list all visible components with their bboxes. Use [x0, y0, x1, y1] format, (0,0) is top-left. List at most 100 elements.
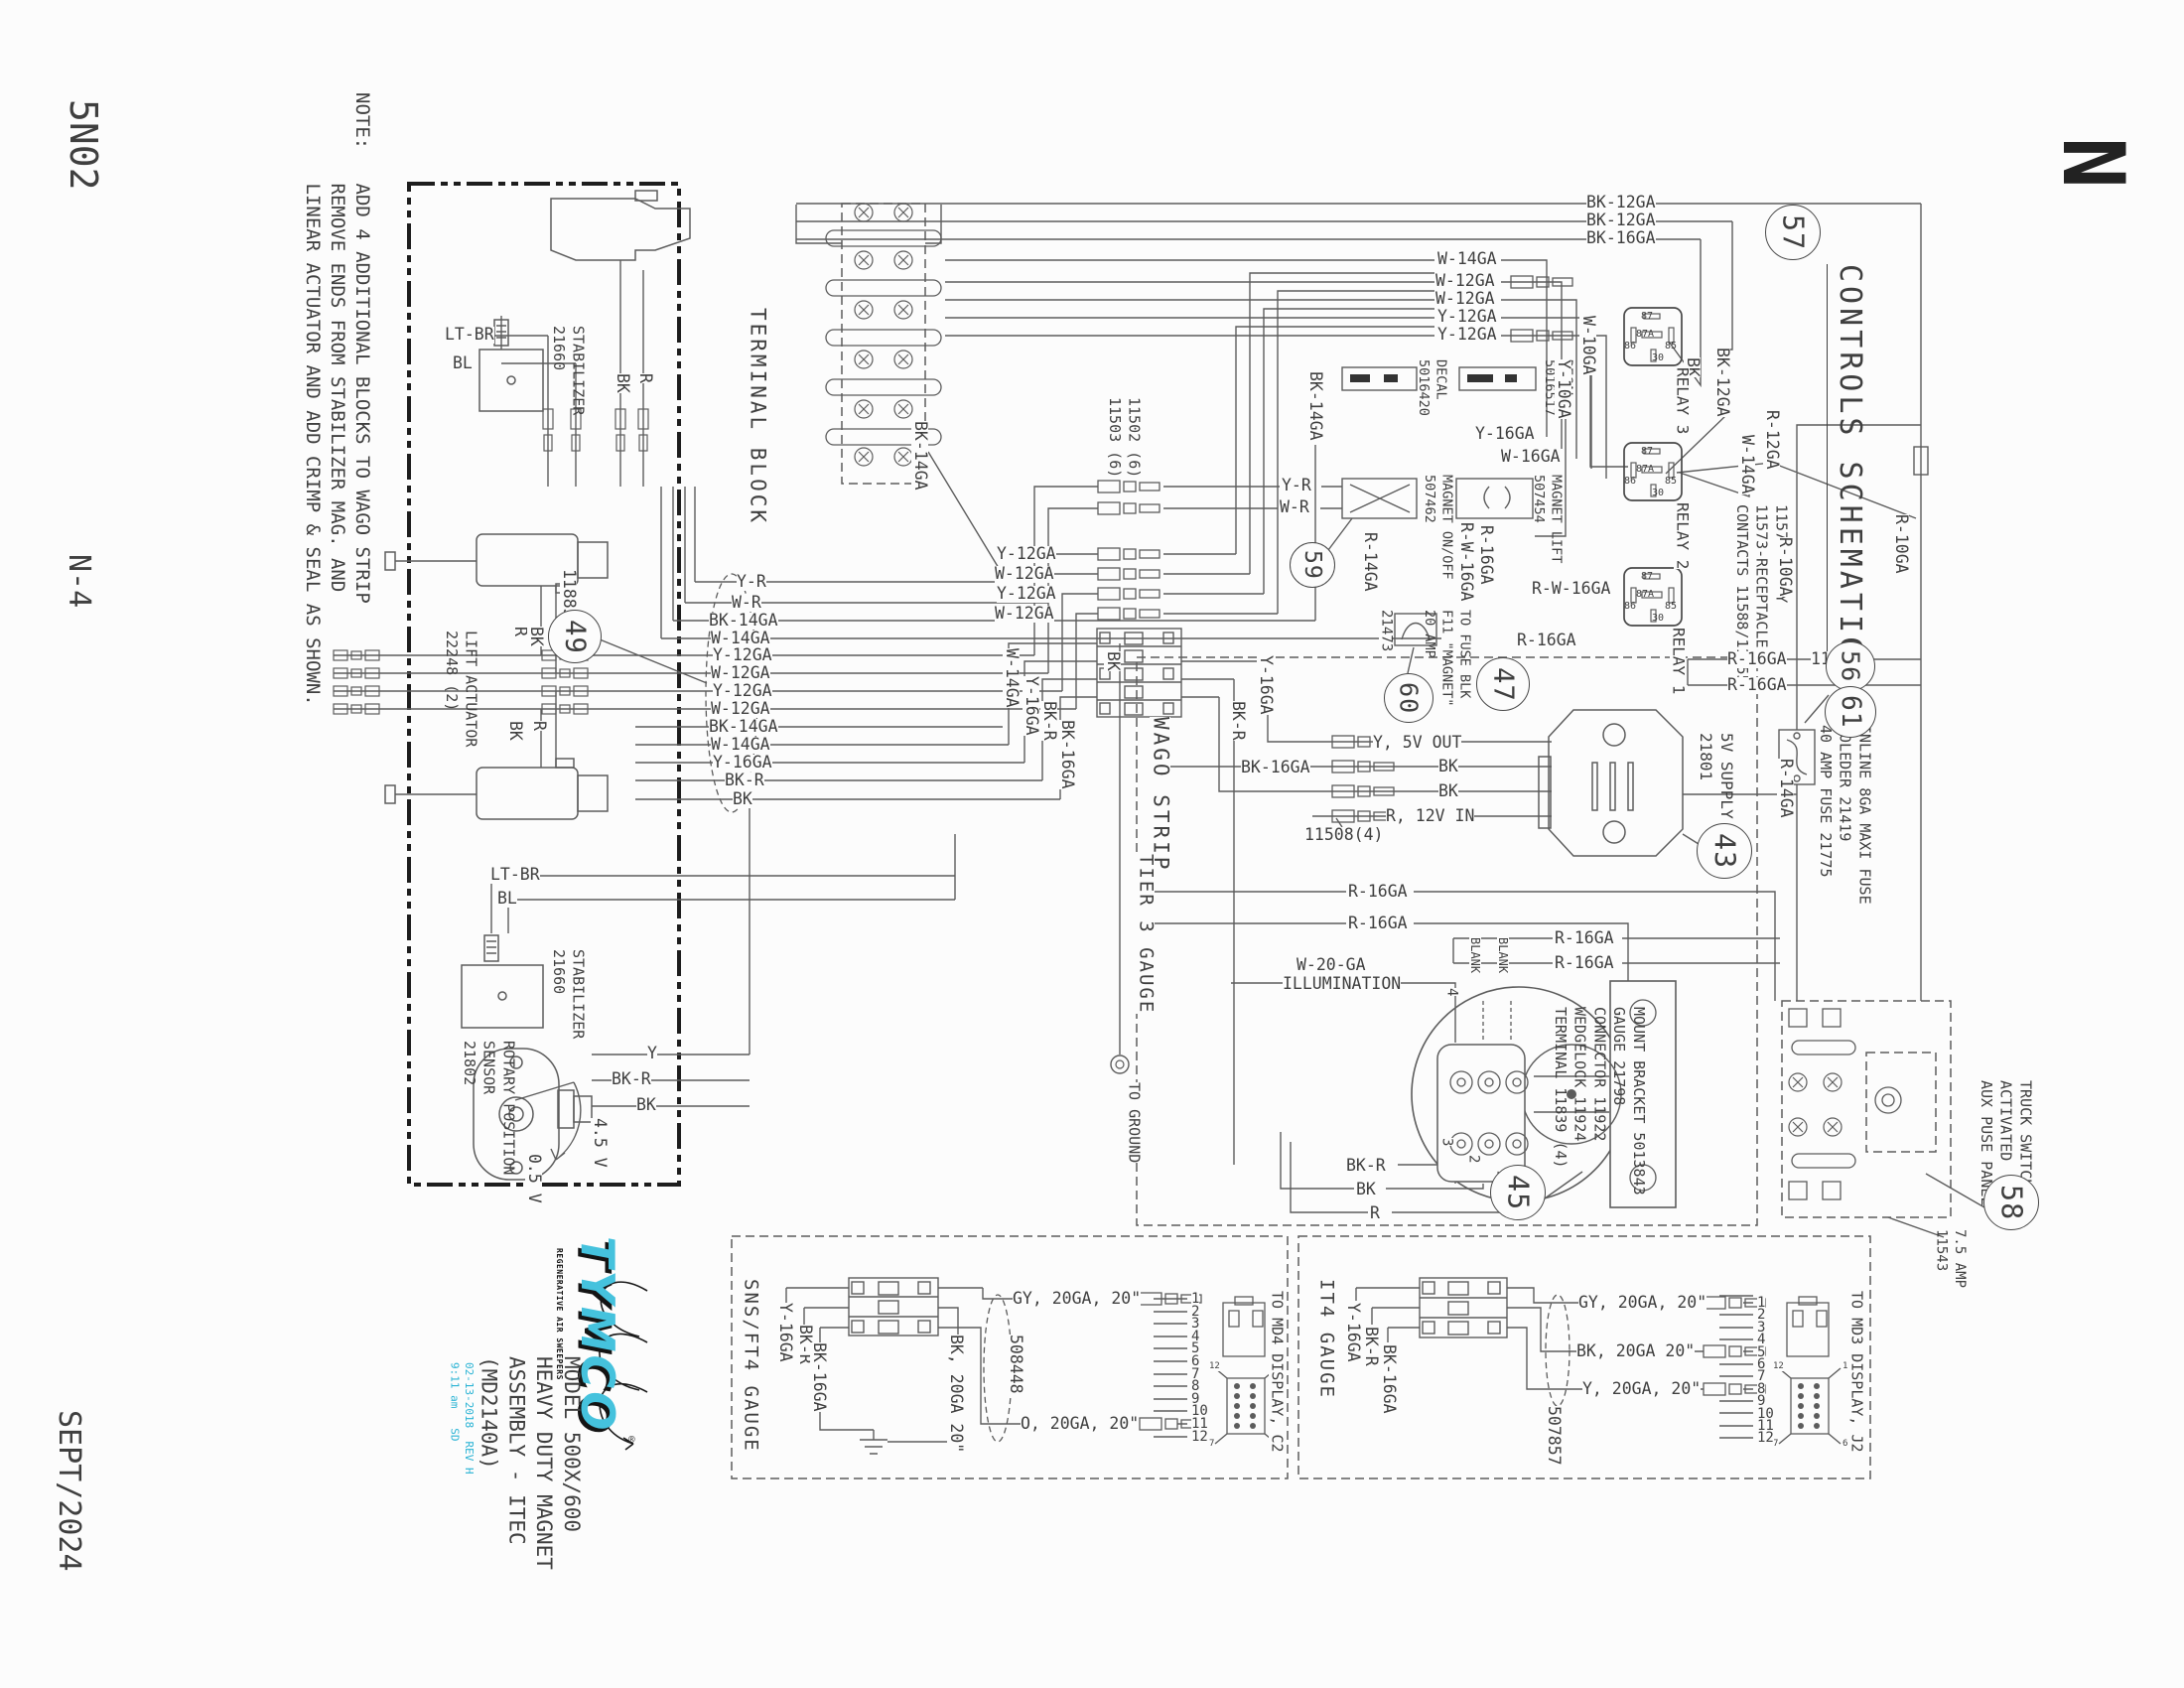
wire-label: BK-12GA [1586, 211, 1656, 229]
text-block-line: 9:11 am SD [448, 1362, 462, 1442]
pin-number-sns: 8 [1191, 1378, 1200, 1395]
wire-label: 21473 [1378, 610, 1395, 652]
pin-number-sns: 9 [1191, 1390, 1200, 1407]
wire-label: BK-14GA [709, 611, 778, 630]
wire-label: 2 [1465, 1155, 1482, 1164]
wire-label: 4.5 V [590, 1118, 610, 1168]
pin-number-sns: 2 [1191, 1303, 1200, 1320]
balloon-number: 47 [1487, 666, 1519, 702]
relay-pin-label: 87A [1636, 589, 1655, 600]
wire-label: W-10GA [1578, 316, 1598, 375]
text-block-line: NOTE: ADD 4 ADDITIONAL BLOCKS TO WAGO ST… [351, 92, 374, 604]
wire-label: R-W-16GA [1456, 522, 1476, 602]
wire-label: R-10GA [1891, 514, 1911, 574]
pin-number-sns: 3 [1191, 1316, 1200, 1333]
wire-label: BK [1438, 781, 1458, 800]
wire-label: TERMINAL BLOCK [746, 308, 770, 526]
wire-label: Y-12GA [1437, 307, 1497, 326]
text-block-line: WEDGELOCK 11924 [1570, 1007, 1589, 1142]
wire-label: W-12GA [995, 564, 1054, 583]
wire-label: W-12GA [711, 699, 770, 718]
wire-label: R-14GA [1776, 759, 1796, 818]
wire-label: BK [1438, 757, 1458, 775]
text-block-line: TO FUSE BLK [1456, 610, 1473, 699]
wire-label: BK, 20GA 20" [1576, 1341, 1696, 1360]
wire-label: RELAY 1 [1669, 628, 1689, 695]
balloon-45: 45 [1490, 1165, 1546, 1220]
pin-number-it4: 5 [1757, 1343, 1766, 1360]
text-block-line: 11543 [1933, 1229, 1950, 1272]
relay-pin-label: 87 [1641, 311, 1654, 322]
pin-number-sns: 11 [1191, 1416, 1208, 1432]
pin-number-it4: 6 [1757, 1356, 1766, 1372]
wire-label: BLANK [1496, 937, 1511, 974]
relay-pin-label: 86 [1624, 476, 1637, 487]
wire-label: Y-16GA [775, 1303, 795, 1362]
text-block-line: ASSEMBLY - ITEC [504, 1356, 529, 1545]
text-block-line: 507462 [1421, 475, 1437, 523]
wire-label: SNS/FT4 GAUGE [740, 1279, 762, 1453]
wire-label: LT-BR [490, 865, 540, 884]
text-block-line: DECAL [1433, 359, 1449, 400]
wire-label: R [1370, 1203, 1380, 1222]
text-block-line: LINEAR ACTUATOR AND ADD CRIMP & SEAL AS … [302, 92, 325, 706]
relay-pin-label: 87A [1636, 329, 1655, 340]
wire-label: Y, 20GA, 20" [1582, 1379, 1702, 1398]
wire-label: R-16GA [1555, 953, 1614, 972]
text-block-line: 20 AMP [1421, 610, 1437, 658]
wire-label: BL [497, 889, 517, 908]
text-block-line: AUX PUSE PANEL [1977, 1080, 1995, 1206]
balloon-number: 58 [1994, 1184, 2028, 1221]
text-block-line: 11502 (6) [1125, 397, 1144, 479]
wire-label: Y, 5V OUT [1373, 733, 1462, 752]
balloon-57: 57 [1765, 205, 1821, 260]
wire-label: BK, 20GA 20" [946, 1335, 966, 1454]
text-block-line: 02-13-2018 REV H [463, 1362, 477, 1475]
wire-label: R-16GA [1348, 914, 1408, 932]
balloon-60: 60 [1384, 673, 1433, 723]
wire-label: R [635, 373, 655, 383]
wire-label: BK [613, 373, 632, 393]
wire-label: RELAY 3 [1673, 367, 1693, 435]
balloon-number: 49 [559, 619, 591, 654]
balloon-number: 45 [1501, 1174, 1535, 1211]
pin-number-sns: 4 [1191, 1328, 1200, 1344]
wire-label: Y-16GA [1343, 1303, 1363, 1362]
wire-label: BK [1103, 651, 1123, 671]
pin-number-it4: 2 [1757, 1307, 1766, 1324]
wire-label: 1 [1843, 1361, 1848, 1372]
wire-label: GY, 20GA, 20" [1578, 1293, 1707, 1312]
wire-label: Y [647, 1044, 657, 1062]
balloon-49: 49 [548, 610, 602, 663]
wire-label: GY, 20GA, 20" [1013, 1289, 1142, 1308]
balloon-number: 43 [1707, 832, 1741, 870]
pin-number-it4: 3 [1757, 1319, 1766, 1336]
wire-label: W-14GA [1437, 249, 1497, 268]
wire-label: 3 [1438, 1138, 1455, 1147]
pin-number-it4: 4 [1757, 1332, 1766, 1348]
wire-label: BK [636, 1095, 656, 1114]
text-block-line: CONNECTOR 11922 [1590, 1007, 1609, 1142]
wire-label: 12 [1209, 1361, 1220, 1372]
text-block-line: 11503 (6) [1105, 397, 1124, 479]
wire-label: Y-R [1282, 476, 1311, 494]
relay-pin-label: 85 [1665, 476, 1678, 487]
balloon-number: 57 [1776, 213, 1810, 251]
text-block-line: 507454 [1530, 475, 1547, 523]
balloon-number: 61 [1836, 695, 1865, 729]
text-block-line: ACTIVATED [1996, 1080, 2015, 1162]
wire-label: 6 [1843, 1439, 1848, 1450]
wire-label: Y-16GA [1475, 424, 1535, 443]
wire-label: BK-R [1228, 701, 1248, 741]
balloon-number: 56 [1836, 649, 1865, 683]
wire-label: R, 12V IN [1386, 806, 1475, 825]
pin-number-it4: 12 [1757, 1430, 1774, 1447]
